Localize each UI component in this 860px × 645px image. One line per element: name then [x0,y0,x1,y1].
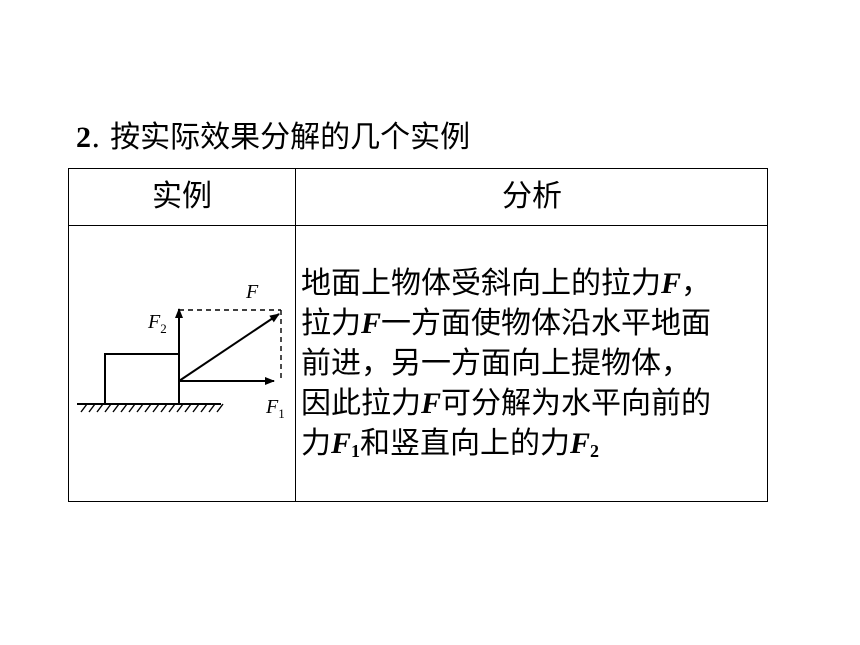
label-f: F [245,281,259,303]
table-column-divider [295,169,296,501]
analysis-line-3: 前进，另一方面向上提物体， [301,346,691,381]
label-f2: F2 [147,311,167,336]
examples-table: 实例 分析 [68,168,768,502]
table-header-divider [69,225,767,226]
analysis-line-4: 因此拉力F可分解为水平向前的 [301,386,712,421]
section-number-sep: . [91,120,101,155]
force-decomposition-diagram: F F2 F1 [77,281,285,421]
column-header-example: 实例 [152,179,212,214]
section-number: 2 [76,121,91,154]
analysis-line-1: 地面上物体受斜向上的拉力F， [301,266,712,301]
analysis-line-2: 拉力F一方面使物体沿水平地面 [301,306,712,341]
block [104,353,180,405]
section-heading: 2. 按实际效果分解的几个实例 [76,118,470,158]
analysis-line-5: 力F1和竖直向上的力F2 [301,426,600,461]
column-header-analysis: 分析 [502,179,562,214]
label-f1: F1 [265,396,285,421]
section-title: 按实际效果分解的几个实例 [110,120,471,155]
force-f-arrow [178,313,280,382]
ground-hatching [80,403,224,413]
analysis-text: 地面上物体受斜向上的拉力F， 拉力F一方面使物体沿水平地面 前进，另一方面向上提… [301,264,763,471]
